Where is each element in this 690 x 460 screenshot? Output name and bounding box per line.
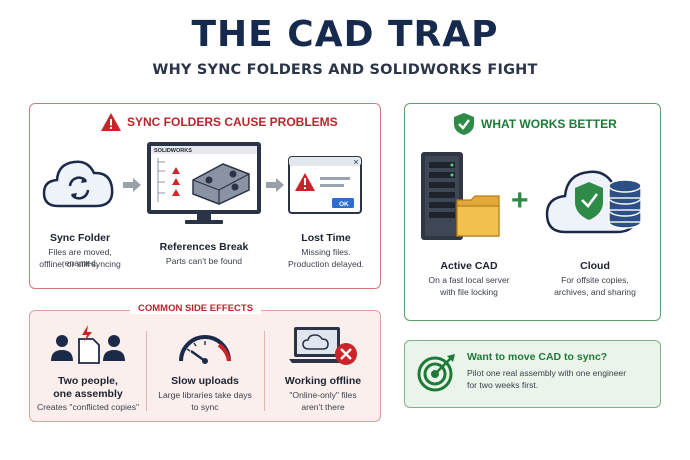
arrow-right-icon <box>266 178 284 192</box>
tip-panel: Want to move CAD to sync? Pilot one real… <box>404 340 661 408</box>
option-desc: For offsite copies, <box>561 275 629 285</box>
problems-panel: SYNC FOLDERS CAUSE PROBLEMS SOLIDWORKS ✕ <box>29 103 381 289</box>
laptop-offline-icon <box>289 327 357 365</box>
option-label: Active CAD <box>440 260 498 272</box>
option-desc: On a fast local server <box>428 275 510 285</box>
tip-text: for two weeks first. <box>467 380 539 390</box>
step-desc: Production delayed. <box>288 259 364 269</box>
target-icon <box>417 354 455 392</box>
shield-check-icon <box>454 113 474 135</box>
side-effects-panel: COMMON SIDE EFFECTS Two people, one asse… <box>29 303 381 422</box>
monitor-references-icon: SOLIDWORKS <box>147 142 261 224</box>
step-label: References Break <box>159 241 249 253</box>
effect-desc: "Online-only" files <box>289 390 357 400</box>
better-panel: WHAT WORKS BETTER + Active CAD On a fast… <box>404 103 661 321</box>
step-label: Lost Time <box>301 232 351 244</box>
cloud-sync-icon <box>42 160 114 208</box>
step-label: Sync Folder <box>49 232 111 244</box>
side-effects-heading: COMMON SIDE EFFECTS <box>130 303 262 314</box>
option-desc: with file locking <box>440 287 498 297</box>
option-label: Cloud <box>580 260 610 272</box>
two-people-icon <box>51 325 125 364</box>
window-title: SOLIDWORKS <box>154 148 192 154</box>
plus-icon: + <box>511 184 529 217</box>
divider <box>264 331 265 411</box>
effect-desc: Creates "conflicted copies" <box>36 402 140 412</box>
better-heading: WHAT WORKS BETTER <box>481 117 617 131</box>
arrow-right-icon <box>123 178 141 192</box>
step-desc: Files are moved, renamed, <box>48 247 112 268</box>
effect-label: Slow uploads <box>171 375 239 387</box>
page-title: THE CAD TRAP <box>191 14 499 55</box>
option-desc: archives, and sharing <box>554 287 636 297</box>
effect-desc: aren't there <box>301 402 345 412</box>
step-desc: Missing files. <box>301 247 351 257</box>
effect-desc: Large libraries take days <box>158 390 252 400</box>
step-desc: Parts can't be found <box>165 256 243 266</box>
warning-icon <box>101 113 121 131</box>
error-dialog-icon: ✕ OK <box>288 156 362 214</box>
divider <box>146 331 147 411</box>
svg-text:✕: ✕ <box>353 160 359 167</box>
effect-label: one assembly <box>53 388 123 400</box>
effect-label: Working offline <box>284 375 362 387</box>
effect-desc: to sync <box>191 402 219 412</box>
ok-button-label: OK <box>339 201 349 208</box>
cloud-secure-icon <box>545 170 642 234</box>
tip-text: Pilot one real assembly with one enginee… <box>467 368 627 378</box>
speedometer-icon <box>179 335 231 364</box>
tip-heading: Want to move CAD to sync? <box>467 351 608 363</box>
server-icon <box>421 152 500 240</box>
problems-heading: SYNC FOLDERS CAUSE PROBLEMS <box>127 115 338 129</box>
page-subtitle: WHY SYNC FOLDERS AND SOLIDWORKS FIGHT <box>152 62 538 78</box>
effect-label: Two people, <box>58 375 118 387</box>
step-desc: offline, or still syncing <box>39 259 121 269</box>
